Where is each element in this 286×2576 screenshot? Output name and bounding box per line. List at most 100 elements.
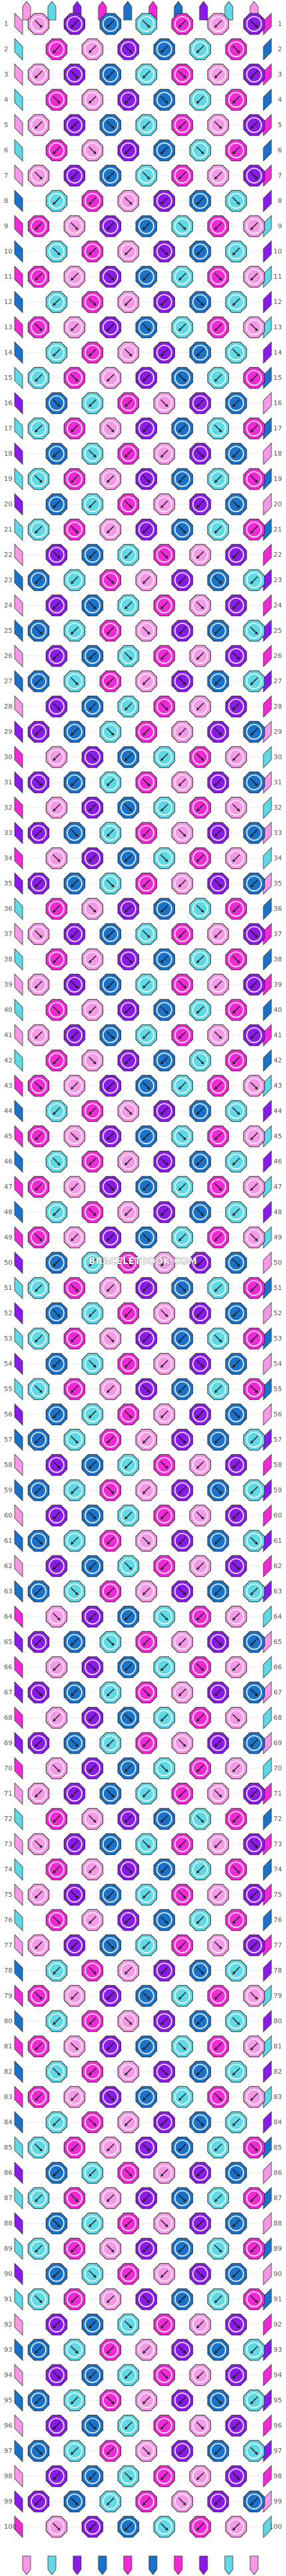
knot xyxy=(27,2389,50,2412)
edge-strand-left xyxy=(14,897,23,920)
row-number-right: 10 xyxy=(273,248,282,255)
knot-arrowhead xyxy=(197,707,200,710)
knot-arrowhead xyxy=(89,1718,92,1721)
row-number-right: 65 xyxy=(273,1639,282,1646)
knot xyxy=(81,2060,104,2083)
knot xyxy=(207,1681,229,1704)
edge-strand-left xyxy=(14,1176,23,1198)
knot xyxy=(135,2288,158,2311)
knot-arrowhead xyxy=(125,2275,128,2277)
edge-strand-left xyxy=(14,190,23,212)
knot xyxy=(225,2060,247,2083)
knot xyxy=(135,1378,158,1400)
knot xyxy=(27,2237,50,2260)
knot-arrowhead xyxy=(93,606,96,609)
knot-arrowhead xyxy=(35,2502,38,2505)
knot xyxy=(243,1681,265,1704)
knot xyxy=(117,139,140,162)
row-number-right: 42 xyxy=(273,1057,282,1064)
knot xyxy=(117,2263,140,2285)
knot-arrowhead xyxy=(143,2350,146,2353)
knot-arrowhead xyxy=(125,2123,128,2126)
knot xyxy=(153,1251,176,1274)
knot-arrowhead xyxy=(93,1213,96,1215)
knot xyxy=(225,695,247,718)
edge-strand-right xyxy=(263,442,272,465)
knot xyxy=(99,1176,122,1198)
edge-strand-left xyxy=(14,1378,23,1400)
knot xyxy=(153,897,176,920)
knot-arrowhead xyxy=(39,1845,42,1848)
knot xyxy=(117,1049,140,1072)
knot-arrowhead xyxy=(53,1820,56,1822)
knot-arrowhead xyxy=(147,480,150,482)
knot xyxy=(135,1580,158,1603)
knot-arrowhead xyxy=(233,2426,235,2429)
knot xyxy=(63,1024,86,1046)
knot xyxy=(45,1049,68,1072)
knot-arrowhead xyxy=(197,1011,200,1013)
knot-arrowhead xyxy=(107,227,110,230)
edge-strand-left xyxy=(14,2313,23,2336)
knot-arrowhead xyxy=(89,1263,92,1266)
knot-arrowhead xyxy=(237,353,239,356)
knot-arrowhead xyxy=(35,1188,38,1190)
knot xyxy=(27,1479,50,1502)
knot xyxy=(189,1656,212,1679)
edge-strand-left xyxy=(14,1757,23,1780)
row-number-right: 21 xyxy=(273,526,282,534)
knot-arrowhead xyxy=(197,505,200,508)
knot-arrowhead xyxy=(161,657,164,659)
knot xyxy=(63,2288,86,2311)
knot xyxy=(27,721,50,743)
knot-arrowhead xyxy=(197,1617,200,1620)
edge-strand-left xyxy=(14,2162,23,2184)
knot xyxy=(207,1074,229,1097)
knot xyxy=(207,2086,229,2108)
knot xyxy=(225,2212,247,2235)
row-number-right: 79 xyxy=(273,1993,282,2000)
knot xyxy=(243,670,265,693)
row-number-right: 51 xyxy=(273,1285,282,1292)
knot xyxy=(153,1706,176,1729)
knot xyxy=(225,2364,247,2386)
knot xyxy=(171,2338,194,2361)
knot-arrowhead xyxy=(35,1643,38,1645)
knot xyxy=(243,316,265,339)
knot-arrowhead xyxy=(147,1997,150,1999)
knot xyxy=(225,190,247,212)
row-number-left: 4 xyxy=(4,96,8,104)
knot-arrowhead xyxy=(183,1744,186,1746)
knot-arrowhead xyxy=(125,1365,128,1367)
edge-strand-left xyxy=(14,973,23,996)
knot xyxy=(225,2465,247,2488)
knot xyxy=(99,2086,122,2108)
row-number-left: 73 xyxy=(4,1841,13,1848)
knot xyxy=(99,1074,122,1097)
edge-strand-left xyxy=(14,1656,23,1679)
edge-strand-right xyxy=(263,670,272,693)
knot xyxy=(63,872,86,895)
knot xyxy=(45,442,68,465)
knot-arrowhead xyxy=(255,1390,257,1392)
edge-strand-left xyxy=(14,1125,23,1148)
row-number-left: 39 xyxy=(4,981,13,989)
knot xyxy=(99,13,122,35)
edge-strand-right xyxy=(263,1580,272,1603)
edge-strand-right xyxy=(263,999,272,1021)
knot-arrowhead xyxy=(75,1289,78,1291)
knot-arrowhead xyxy=(233,758,235,760)
row-number-left: 25 xyxy=(4,627,13,635)
knot-arrowhead xyxy=(161,2275,164,2277)
knot xyxy=(243,1327,265,1350)
knot-arrowhead xyxy=(183,1289,186,1291)
knot-arrowhead xyxy=(107,1845,110,1848)
knot xyxy=(189,1353,212,1375)
knot-arrowhead xyxy=(233,1213,235,1215)
knot xyxy=(225,2111,247,2134)
knot xyxy=(45,240,68,263)
knot xyxy=(135,1428,158,1451)
edge-strand-left xyxy=(14,695,23,718)
knot xyxy=(117,1302,140,1325)
knot xyxy=(45,139,68,162)
